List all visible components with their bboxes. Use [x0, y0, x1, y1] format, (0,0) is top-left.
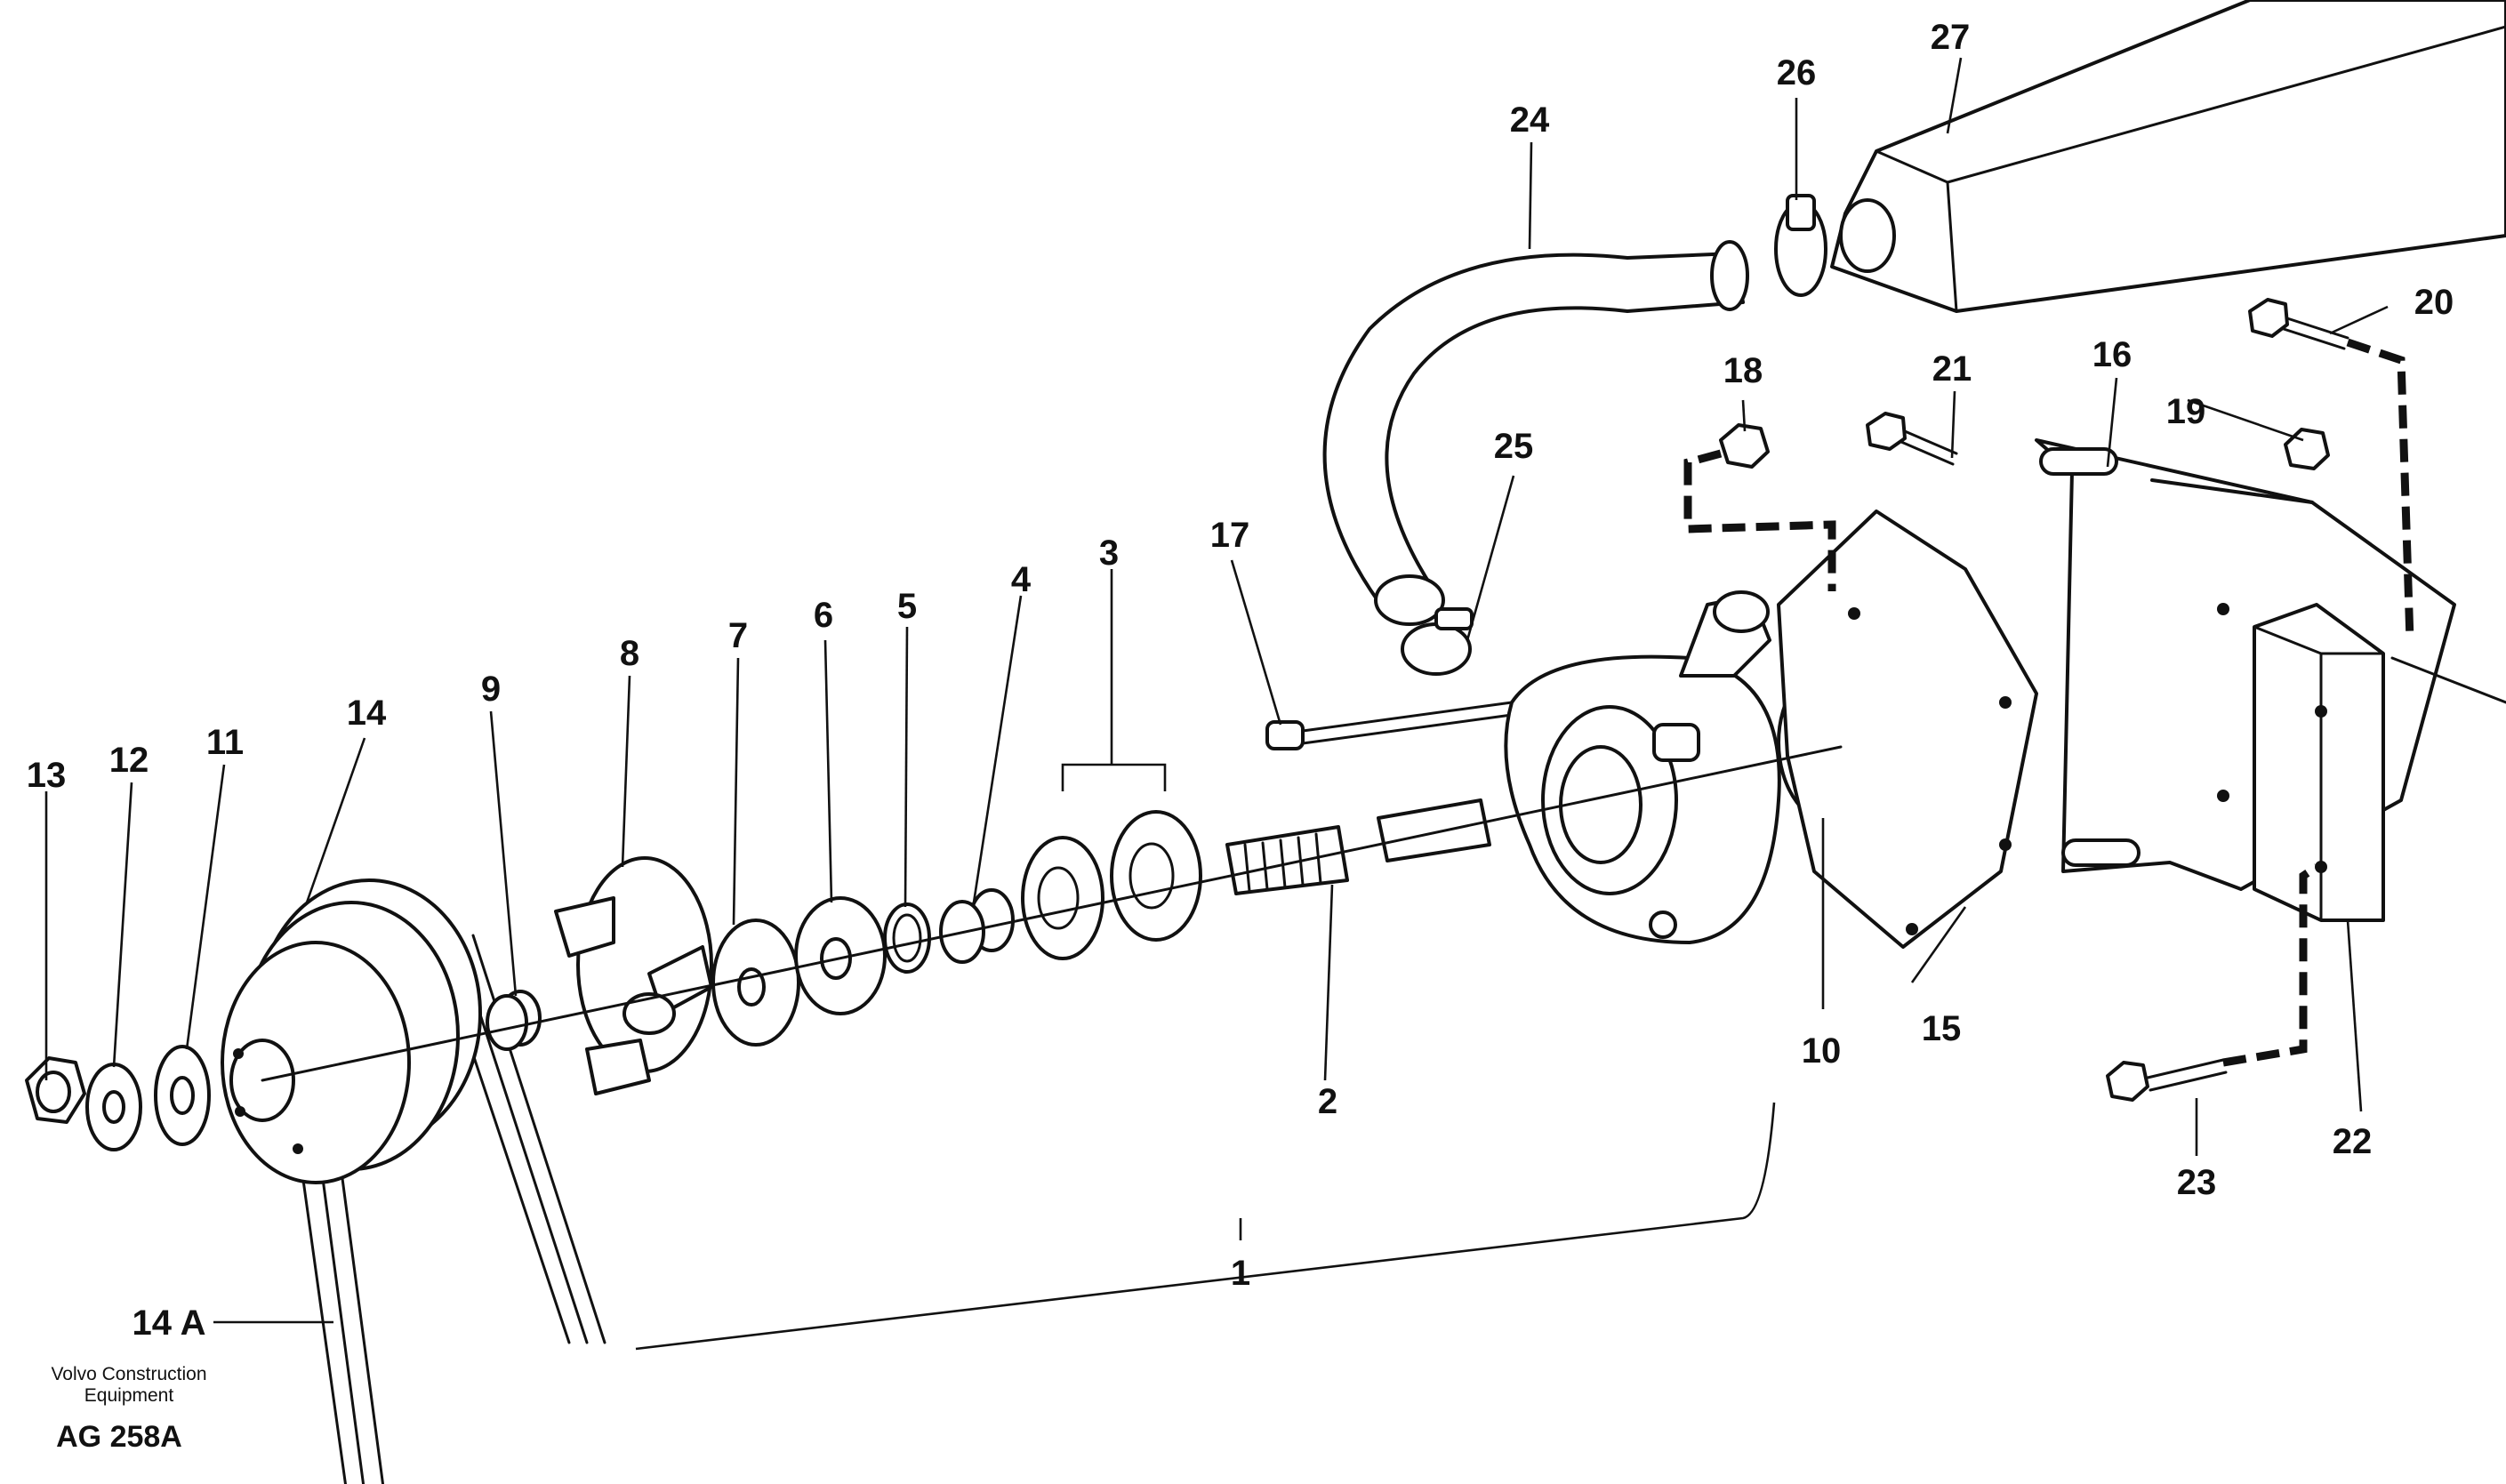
mounting-plate	[1777, 509, 2038, 949]
sleeve	[939, 888, 1015, 964]
spacer-block	[2253, 603, 2385, 922]
bolt-23	[2106, 1058, 2228, 1102]
callout-8: 8	[620, 634, 639, 673]
callout-14a: 14 A	[132, 1304, 205, 1343]
callout-4: 4	[1011, 560, 1032, 599]
callout-22: 22	[2333, 1122, 2373, 1161]
callout-12: 12	[109, 741, 149, 780]
callout-11: 11	[206, 723, 244, 762]
callout-1: 1	[1231, 1254, 1250, 1293]
callout-26: 26	[1777, 53, 1817, 92]
pipe	[1830, 0, 2506, 313]
pump-shaft	[1225, 798, 1491, 895]
routing-line-20	[2346, 338, 2414, 641]
callout-17: 17	[1210, 516, 1250, 555]
seal-ring	[711, 918, 800, 1047]
callout-7: 7	[728, 616, 748, 655]
credit-line-2: Equipment	[84, 1385, 174, 1406]
circlip	[883, 902, 931, 974]
callout-21: 21	[1932, 349, 1972, 389]
callout-19: 19	[2166, 392, 2206, 431]
bolt-17	[1265, 701, 1514, 750]
pulley	[221, 878, 482, 1184]
hose	[1322, 240, 1749, 626]
nut-18	[1719, 423, 1770, 469]
callout-14: 14	[347, 694, 387, 733]
bearings	[1021, 810, 1202, 960]
washer-12	[85, 1063, 142, 1151]
callout-10: 10	[1802, 1031, 1842, 1071]
bracket-axis	[2390, 656, 2506, 704]
callout-3: 3	[1099, 533, 1119, 573]
callout-25: 25	[1494, 427, 1534, 466]
washer-11	[154, 1045, 211, 1146]
hose-clamp-26	[1774, 194, 1827, 297]
washer-6	[794, 896, 887, 1015]
callout-6: 6	[814, 596, 833, 635]
routing-line-23	[2222, 863, 2319, 1067]
impeller	[554, 856, 713, 1095]
callout-24: 24	[1510, 100, 1550, 140]
bracket	[2035, 438, 2456, 891]
spacer	[486, 990, 542, 1051]
callout-15: 15	[1922, 1009, 1962, 1048]
callout-13: 13	[27, 756, 67, 795]
routing-line-18	[1683, 449, 1836, 591]
nut-19	[2284, 428, 2330, 470]
callout-16: 16	[2092, 335, 2133, 374]
pump-housing	[1504, 590, 1781, 944]
leaders	[44, 57, 2389, 1351]
callout-9: 9	[481, 670, 501, 709]
callout-20: 20	[2414, 283, 2454, 322]
credit-line-1: Volvo Construction	[51, 1364, 206, 1384]
callout-18: 18	[1723, 351, 1763, 390]
drawing-code: AG 258A	[56, 1420, 182, 1454]
bolt-21	[1866, 412, 1958, 466]
callout-5: 5	[897, 587, 917, 626]
assembly-axis	[261, 745, 1843, 1082]
callout-27: 27	[1931, 18, 1971, 57]
bolt-20	[2248, 298, 2349, 350]
nut	[25, 1056, 86, 1124]
callout-23: 23	[2177, 1163, 2217, 1202]
hose-clamp-25	[1401, 607, 1474, 676]
callout-2: 2	[1318, 1082, 1337, 1121]
